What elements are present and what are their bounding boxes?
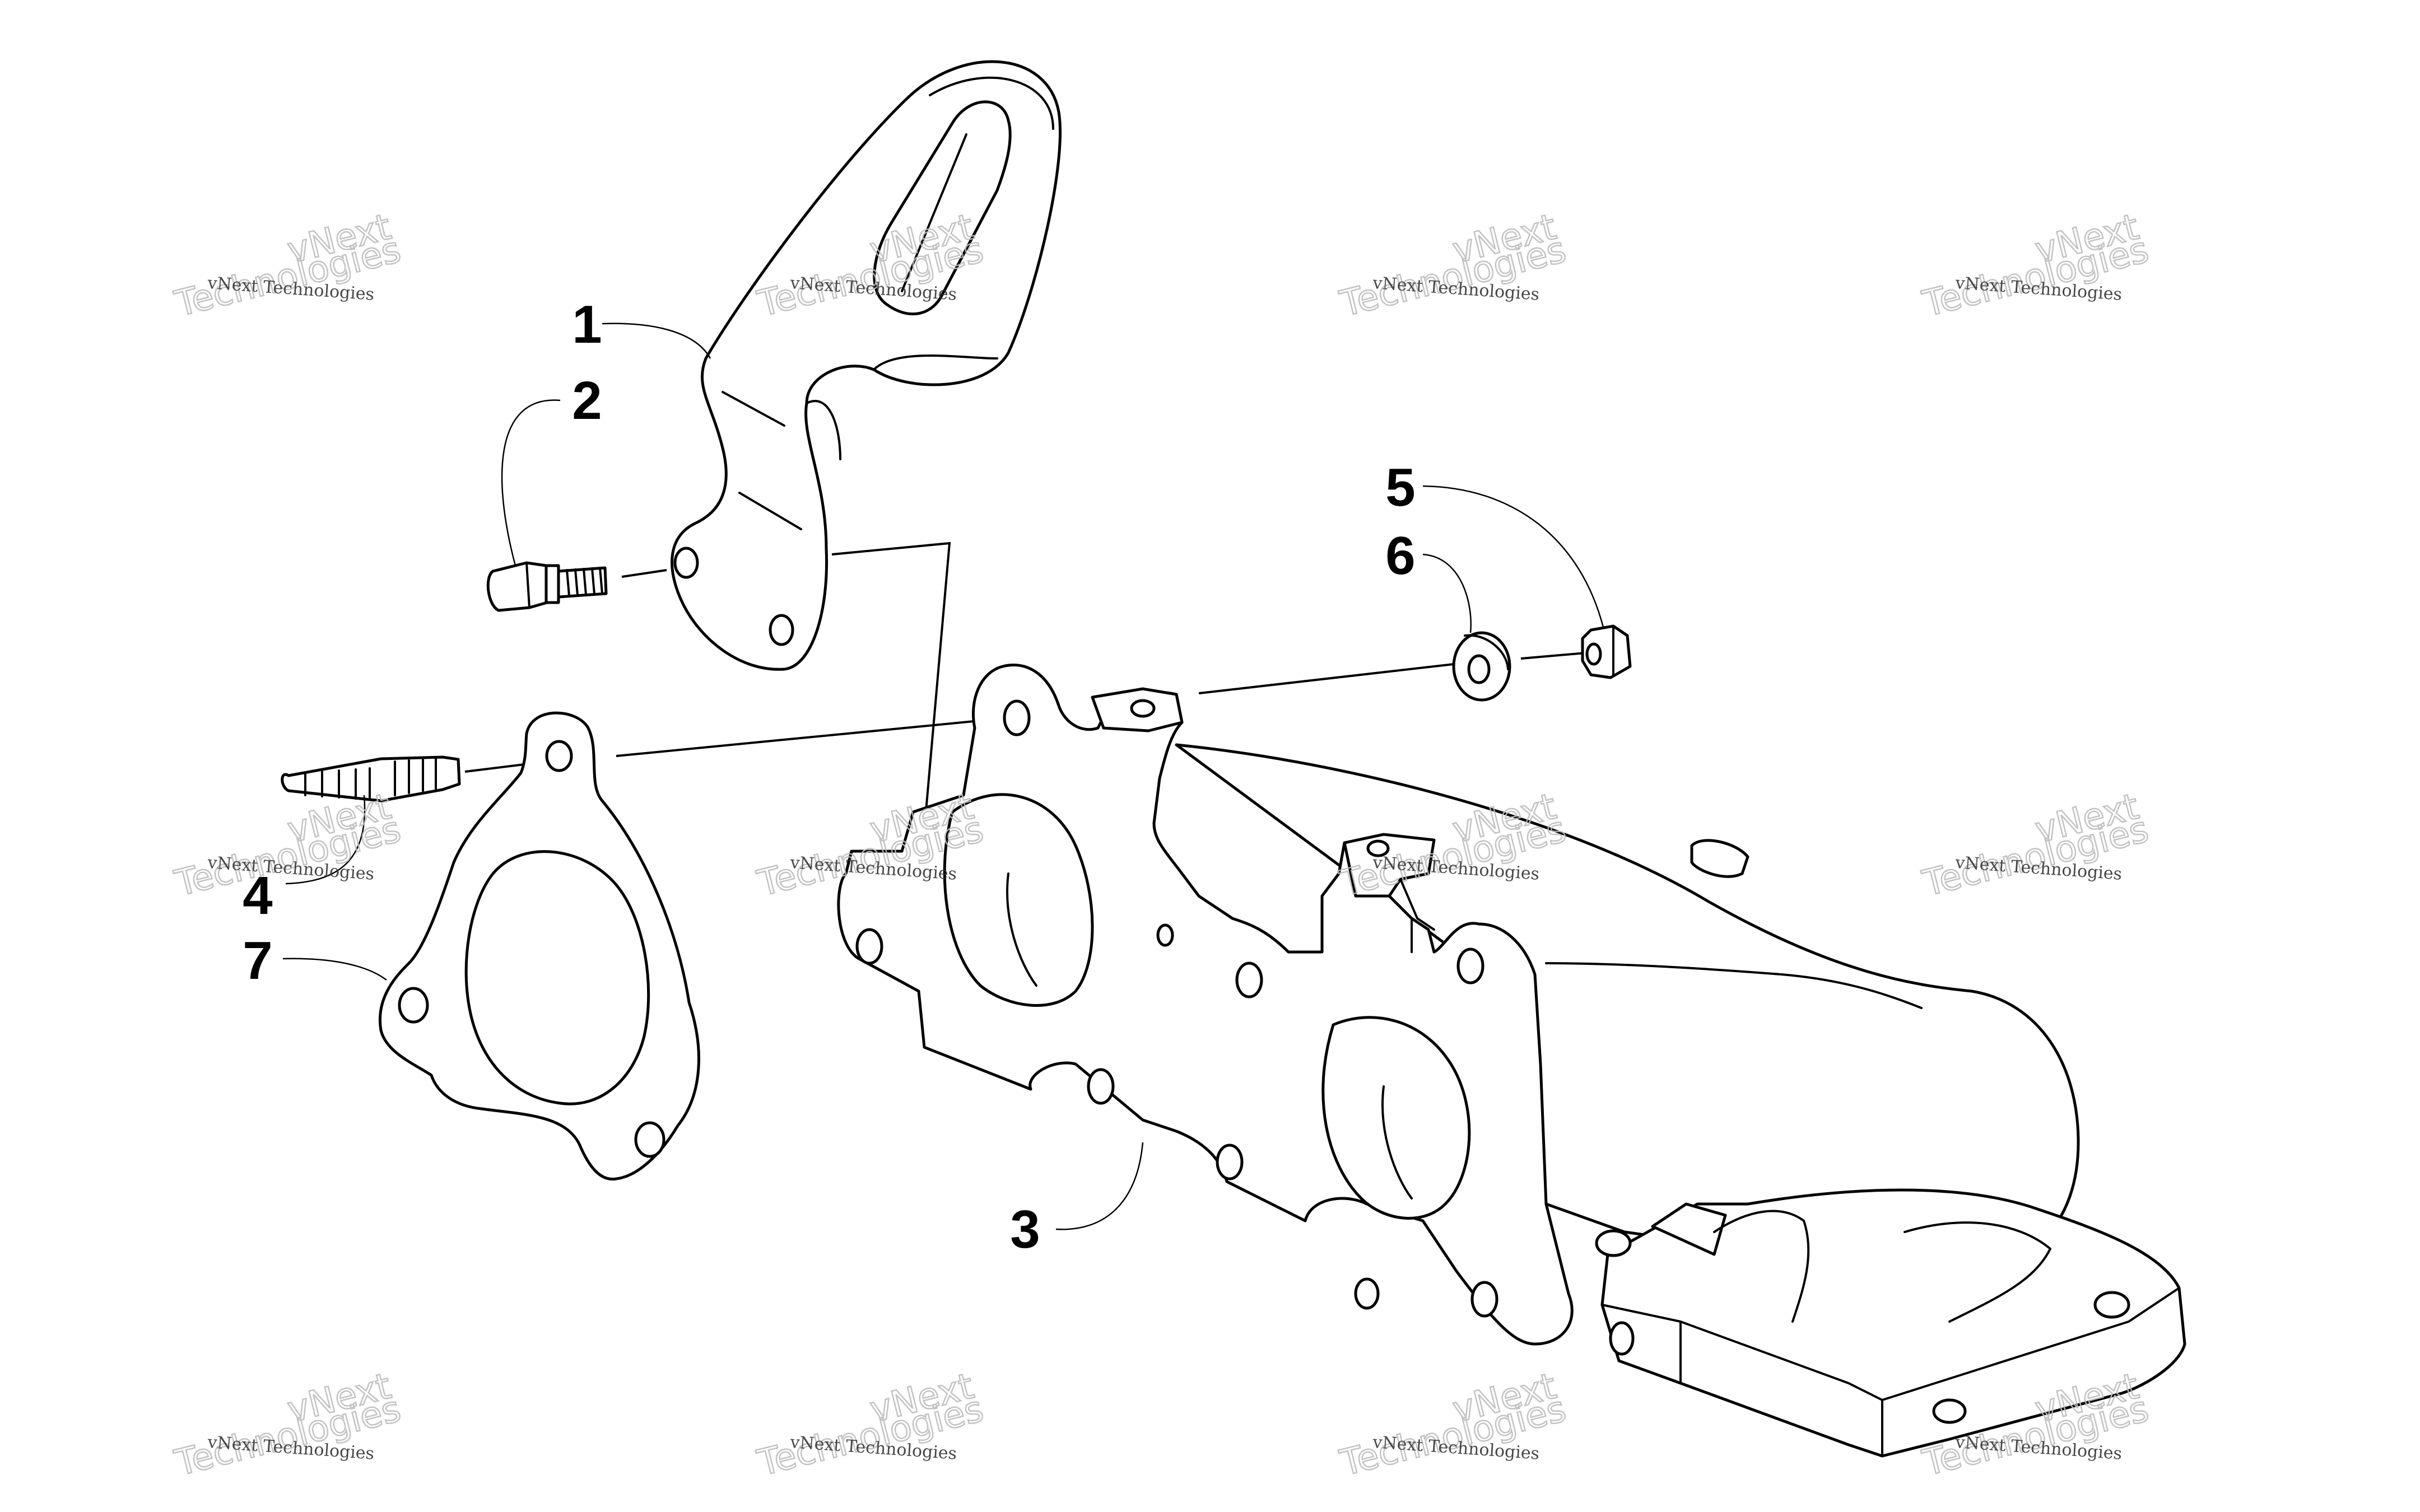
bracket-hole-upper (673, 547, 699, 579)
bracket-edge (806, 76, 1054, 460)
outlet-flange-top-edge (1601, 1287, 2180, 1401)
part-bracket (671, 60, 1062, 671)
outlet-hole-right (2093, 1291, 2130, 1319)
washer-inner (1467, 654, 1491, 684)
top-boss-hole (1130, 699, 1156, 718)
flange-hole-lower-mid (1216, 1144, 1244, 1180)
outlet-hole-back (1932, 1398, 1967, 1424)
watermark: vNext Technologies vNext Technologies (1335, 206, 1571, 326)
bolt-head-facet (525, 562, 530, 609)
outlet-flange-side (1679, 1320, 1883, 1457)
part-gasket (379, 711, 700, 1181)
callout-3: 3 (1010, 1200, 1040, 1259)
outlet-hole-front (1609, 1321, 1635, 1356)
flange-hole-center (1156, 923, 1174, 947)
callout-2: 2 (572, 371, 602, 431)
gasket-hole-left (398, 987, 429, 1024)
port-left (943, 793, 1094, 1007)
watermark: vNext Technologies vNext Technologies (1335, 1365, 1571, 1485)
leader-lines (282, 323, 1604, 1230)
bracket-bend-2 (738, 492, 802, 530)
leader-2 (501, 399, 561, 566)
stud-threads-right (394, 757, 437, 796)
callout-1: 1 (572, 295, 602, 354)
assembly-line-bolt (621, 569, 667, 578)
watermark: vNext Technologies vNext Technologies (170, 206, 406, 326)
nut-hole (1585, 642, 1602, 666)
leader-1 (602, 323, 711, 359)
part-nut (1581, 624, 1632, 679)
outlet-neck (1713, 1210, 2051, 1323)
bracket-slot-inner (901, 133, 967, 292)
bolt-flange (544, 564, 560, 604)
port-right-inner (1381, 1085, 1413, 1200)
flange-hole-top-left (1003, 699, 1031, 736)
part-washer (1452, 631, 1511, 702)
part-manifold (837, 664, 2186, 1458)
flange-hole-far-left (855, 928, 883, 965)
watermark: vNext Technologies vNext Technologies (170, 785, 406, 906)
leader-4 (285, 795, 366, 885)
assembly-line-nut (1520, 652, 1586, 660)
flange-hole-right-bottom (1470, 1281, 1498, 1318)
callout-labels: 1 2 3 4 5 6 7 (243, 295, 1415, 1259)
part-bolt (486, 561, 608, 612)
flange-hole-right-top (1456, 948, 1484, 984)
leader-6 (1422, 553, 1472, 633)
washer-edge (1464, 634, 1509, 670)
port-left-inner (1006, 872, 1037, 987)
manifold-outlet-flange (1600, 1188, 2186, 1458)
watermark: vNext Technologies vNext Technologies (1918, 785, 2153, 906)
leader-5 (1422, 485, 1604, 628)
outlet-hole-left (1595, 1229, 1632, 1257)
stud-threads-left (304, 767, 371, 801)
gasket-hole-bottom (634, 1121, 666, 1158)
assembly-line-gasket (616, 717, 1009, 757)
manifold-sensor-boss (1690, 839, 1749, 878)
flange-hole-mid (1235, 962, 1263, 998)
middle-boss-hole (1366, 839, 1390, 857)
assembly-line-washer (1198, 663, 1454, 694)
callout-4: 4 (243, 866, 272, 926)
middle-boss-tab (1399, 878, 1435, 953)
bracket-bend (722, 391, 785, 427)
flange-hole-lower-left (1087, 1068, 1115, 1105)
watermark: vNext Technologies vNext Technologies (1918, 206, 2153, 326)
watermark: vNext Technologies vNext Technologies (753, 1365, 988, 1485)
port-right (1321, 1016, 1471, 1220)
callout-6: 6 (1385, 526, 1415, 586)
gasket-center-hole (464, 850, 650, 1105)
pipe-lower-line (1545, 962, 1923, 1009)
bolt-shank (557, 566, 608, 599)
watermark: vNext Technologies vNext Technologies (170, 1365, 406, 1485)
callout-5: 5 (1385, 458, 1415, 517)
callout-7: 7 (243, 931, 272, 991)
bolt-threads (566, 567, 603, 597)
leader-3 (1055, 1142, 1144, 1230)
gasket-hole-top (545, 740, 573, 772)
outlet-boss (1651, 1202, 1727, 1256)
bracket-slot (873, 100, 1012, 316)
flange-hole-bottom (1354, 1277, 1380, 1310)
bracket-hole-lower (769, 614, 794, 646)
bolt-head (486, 561, 551, 612)
leader-7 (282, 958, 387, 981)
part-stud (281, 755, 461, 802)
